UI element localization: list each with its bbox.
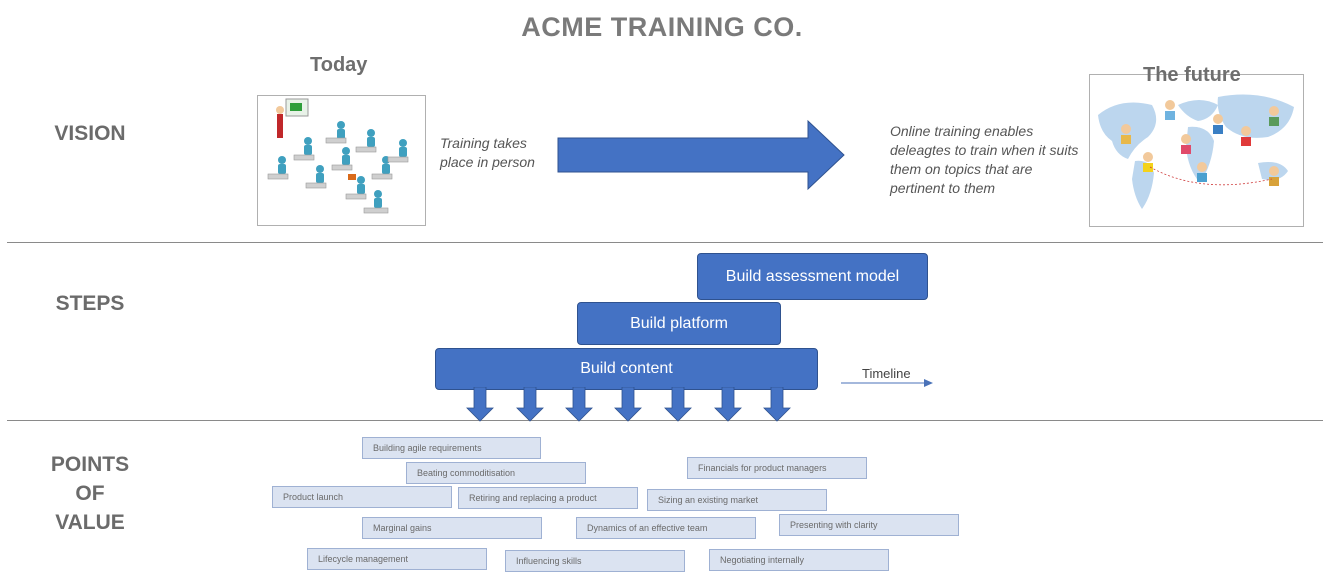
row-label-points: POINTS [50,453,130,476]
pov-beating-commoditisation: Beating commoditisation [406,462,586,484]
row-label-value: VALUE [55,511,125,534]
pov-presenting-with-clarity: Presenting with clarity [779,514,959,536]
today-description-line: place in person [440,154,535,170]
today-to-future-arrow-icon [557,119,845,191]
classroom-illustration-icon [267,98,409,214]
down-arrow-icon [614,387,642,422]
down-arrow-icon [763,387,791,422]
row-label-of: OF [75,482,105,505]
pov-sizing-an-existing-market: Sizing an existing market [647,489,827,511]
today-description: Training takes place in person [440,134,535,172]
build-assessment-model-box: Build assessment model [697,253,928,300]
future-description-line: them on topics that are [890,161,1033,177]
pov-dynamics-of-an-effective-team: Dynamics of an effective team [576,517,756,539]
row-label-points-of-value: POINTS OF VALUE [30,450,150,537]
world-map-illustration-icon [1098,94,1294,209]
row-label-vision: VISION [54,122,126,145]
timeline-arrow-icon [841,379,933,387]
pov-building-agile-requirements: Building agile requirements [362,437,541,459]
pov-product-launch: Product launch [272,486,452,508]
future-description-line: Online training enables [890,123,1034,139]
today-description-line: Training takes [440,135,527,151]
future-description-line: pertinent to them [890,180,996,196]
pov-financials-for-product-managers: Financials for product managers [687,457,867,479]
row-label-steps: STEPS [55,292,125,315]
down-arrow-icon [714,387,742,422]
divider-vision-steps [7,242,1323,243]
content-down-arrows [466,387,791,422]
divider-steps-points [7,420,1323,421]
future-label: The future [1143,64,1241,86]
pov-influencing-skills: Influencing skills [505,550,685,572]
down-arrow-icon [516,387,544,422]
today-label: Today [310,54,368,76]
down-arrow-icon [565,387,593,422]
build-platform-box: Build platform [577,302,781,345]
future-description: Online training enables deleagtes to tra… [890,122,1078,198]
pov-marginal-gains: Marginal gains [362,517,542,539]
timeline-label: Timeline [862,366,911,381]
world-map-image [1089,74,1304,227]
build-content-box: Build content [435,348,818,390]
pov-retiring-and-replacing-a-product: Retiring and replacing a product [458,487,638,509]
down-arrow-icon [466,387,494,422]
future-description-line: deleagtes to train when it suits [890,142,1079,158]
classroom-image [257,95,426,226]
pov-lifecycle-management: Lifecycle management [307,548,487,570]
page-title: ACME TRAINING CO. [521,12,803,42]
down-arrow-icon [664,387,692,422]
